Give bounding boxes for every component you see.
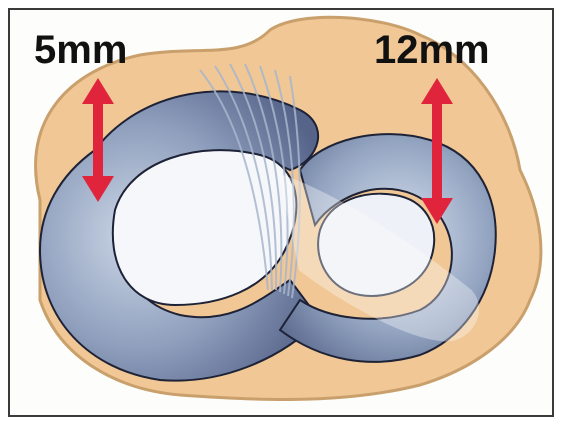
right-measurement-label: 12mm (374, 30, 490, 70)
left-measurement-label: 5mm (34, 30, 127, 70)
